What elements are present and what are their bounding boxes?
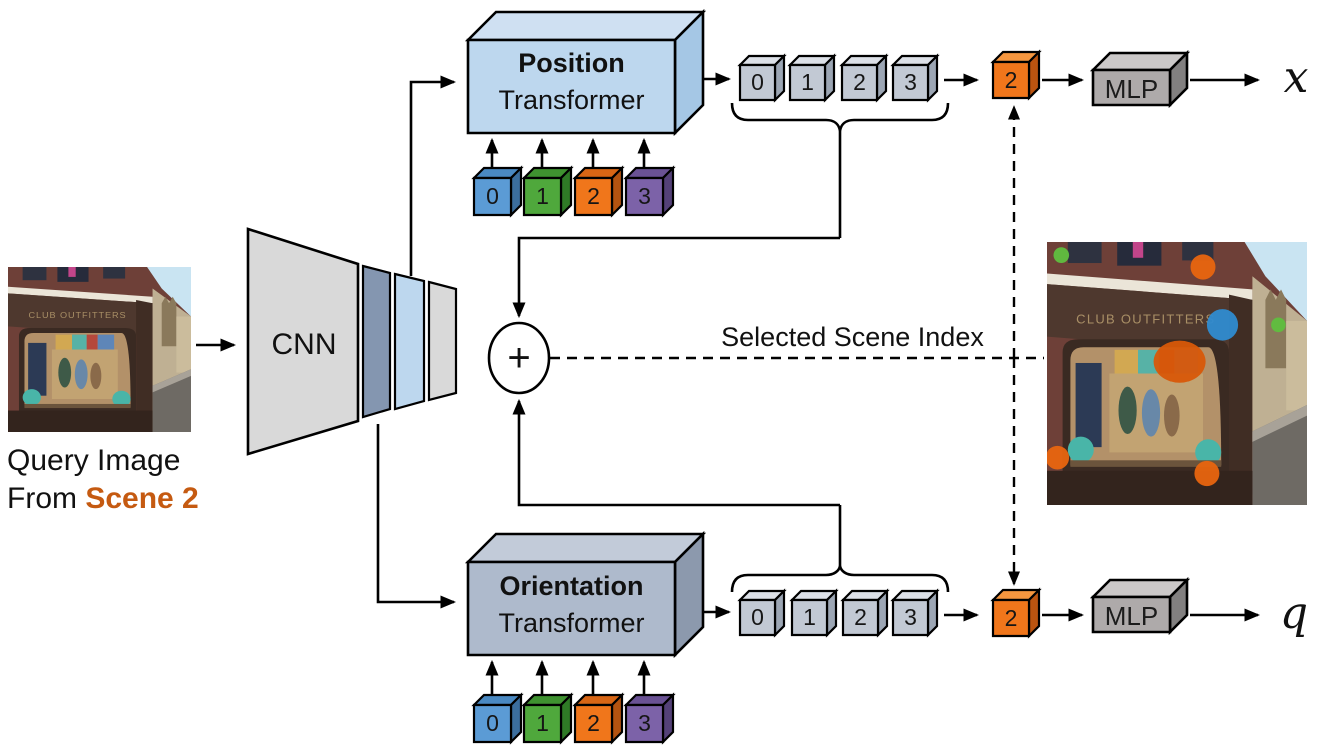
mlp-box-position [1089, 49, 1191, 109]
position-tokens-underbrace [730, 102, 950, 132]
position-transformer-box [464, 8, 707, 137]
orientation-transformer-box [464, 530, 707, 659]
mlp-box-orientation [1089, 576, 1191, 636]
attention-photo: CLUB OUTFITTERS [1047, 242, 1307, 505]
position-query-token-1: 1 [536, 183, 549, 209]
connector-lines [196, 72, 1261, 622]
attention-blob-green [1053, 247, 1070, 264]
query-image-caption-line2: From Scene 2 [7, 482, 199, 516]
query-photo: CLUB OUTFITTERS [8, 267, 191, 432]
arrow-cnn-to-position [409, 75, 457, 276]
caption-from-text: From [7, 482, 86, 515]
cnn-slice-1 [361, 264, 392, 419]
selected-scene-index-label: Selected Scene Index [721, 322, 984, 352]
attention-blob-orange [1190, 254, 1216, 280]
position-selected-token-cube [990, 49, 1042, 101]
position-output-symbol: x [1283, 52, 1309, 103]
orientation-query-token-1: 1 [536, 710, 549, 736]
arrow-postokens-to-plus [512, 236, 840, 319]
scene-selector-plus-node [487, 321, 551, 395]
cnn-body [246, 227, 360, 456]
orientation-selected-token-cube [990, 587, 1042, 639]
orientation-output-token-3: 3 [904, 604, 917, 630]
cnn-block [246, 227, 458, 456]
orientation-selected-token-label: 2 [1004, 605, 1018, 631]
orientation-query-token-3: 3 [638, 710, 651, 736]
shop-sign-text: CLUB OUTFITTERS [1076, 311, 1215, 326]
position-query-token-3: 3 [638, 183, 651, 209]
attention-blob-green [1271, 317, 1286, 333]
position-query-cubes [471, 165, 676, 218]
position-query-token-0: 0 [486, 183, 499, 209]
attention-blob-orange [1047, 445, 1070, 470]
attention-blob-orange [1194, 460, 1220, 487]
shop-sign-text: CLUB OUTFITTERS [29, 311, 127, 320]
mlp-label-orientation: MLP [1104, 601, 1159, 631]
orientation-output-token-2: 2 [854, 604, 867, 630]
orientation-output-symbol: q [1279, 588, 1309, 639]
caption-scene-highlight: Scene 2 [85, 482, 199, 515]
orientation-query-token-2: 2 [587, 710, 600, 736]
position-output-token-2: 2 [853, 69, 866, 95]
orientation-tokens-overbrace [730, 565, 950, 593]
position-output-token-1: 1 [801, 69, 814, 95]
query-token-arrows [485, 137, 651, 695]
cnn-slice-2 [393, 272, 426, 411]
plus-symbol: + [507, 336, 531, 380]
orientation-transformer-title: Orientation [499, 571, 644, 601]
orientation-output-tokens [737, 588, 940, 638]
position-output-token-0: 0 [751, 69, 764, 95]
attention-blob-blue [1206, 309, 1239, 341]
arrow-cnn-to-orientation [376, 424, 457, 609]
query-image-caption-line1: Query Image [7, 444, 181, 477]
position-output-token-3: 3 [904, 69, 917, 95]
position-transformer-title: Position [518, 48, 625, 78]
position-output-tokens [737, 53, 940, 103]
position-query-token-2: 2 [587, 183, 600, 209]
position-transformer-subtitle: Transformer [498, 85, 645, 115]
cnn-slice-3 [427, 280, 458, 402]
arrow-oritokens-to-plus [512, 398, 840, 507]
orientation-output-token-1: 1 [803, 604, 816, 630]
attention-blob-orange-large [1153, 340, 1206, 383]
attention-blobs [1047, 247, 1286, 487]
position-selected-token-label: 2 [1004, 67, 1018, 93]
orientation-output-token-0: 0 [751, 604, 764, 630]
orientation-query-cubes [471, 692, 676, 745]
orientation-query-token-0: 0 [486, 710, 499, 736]
mlp-label-position: MLP [1104, 74, 1159, 104]
cnn-label: CNN [271, 328, 337, 361]
orientation-transformer-subtitle: Transformer [498, 608, 645, 638]
